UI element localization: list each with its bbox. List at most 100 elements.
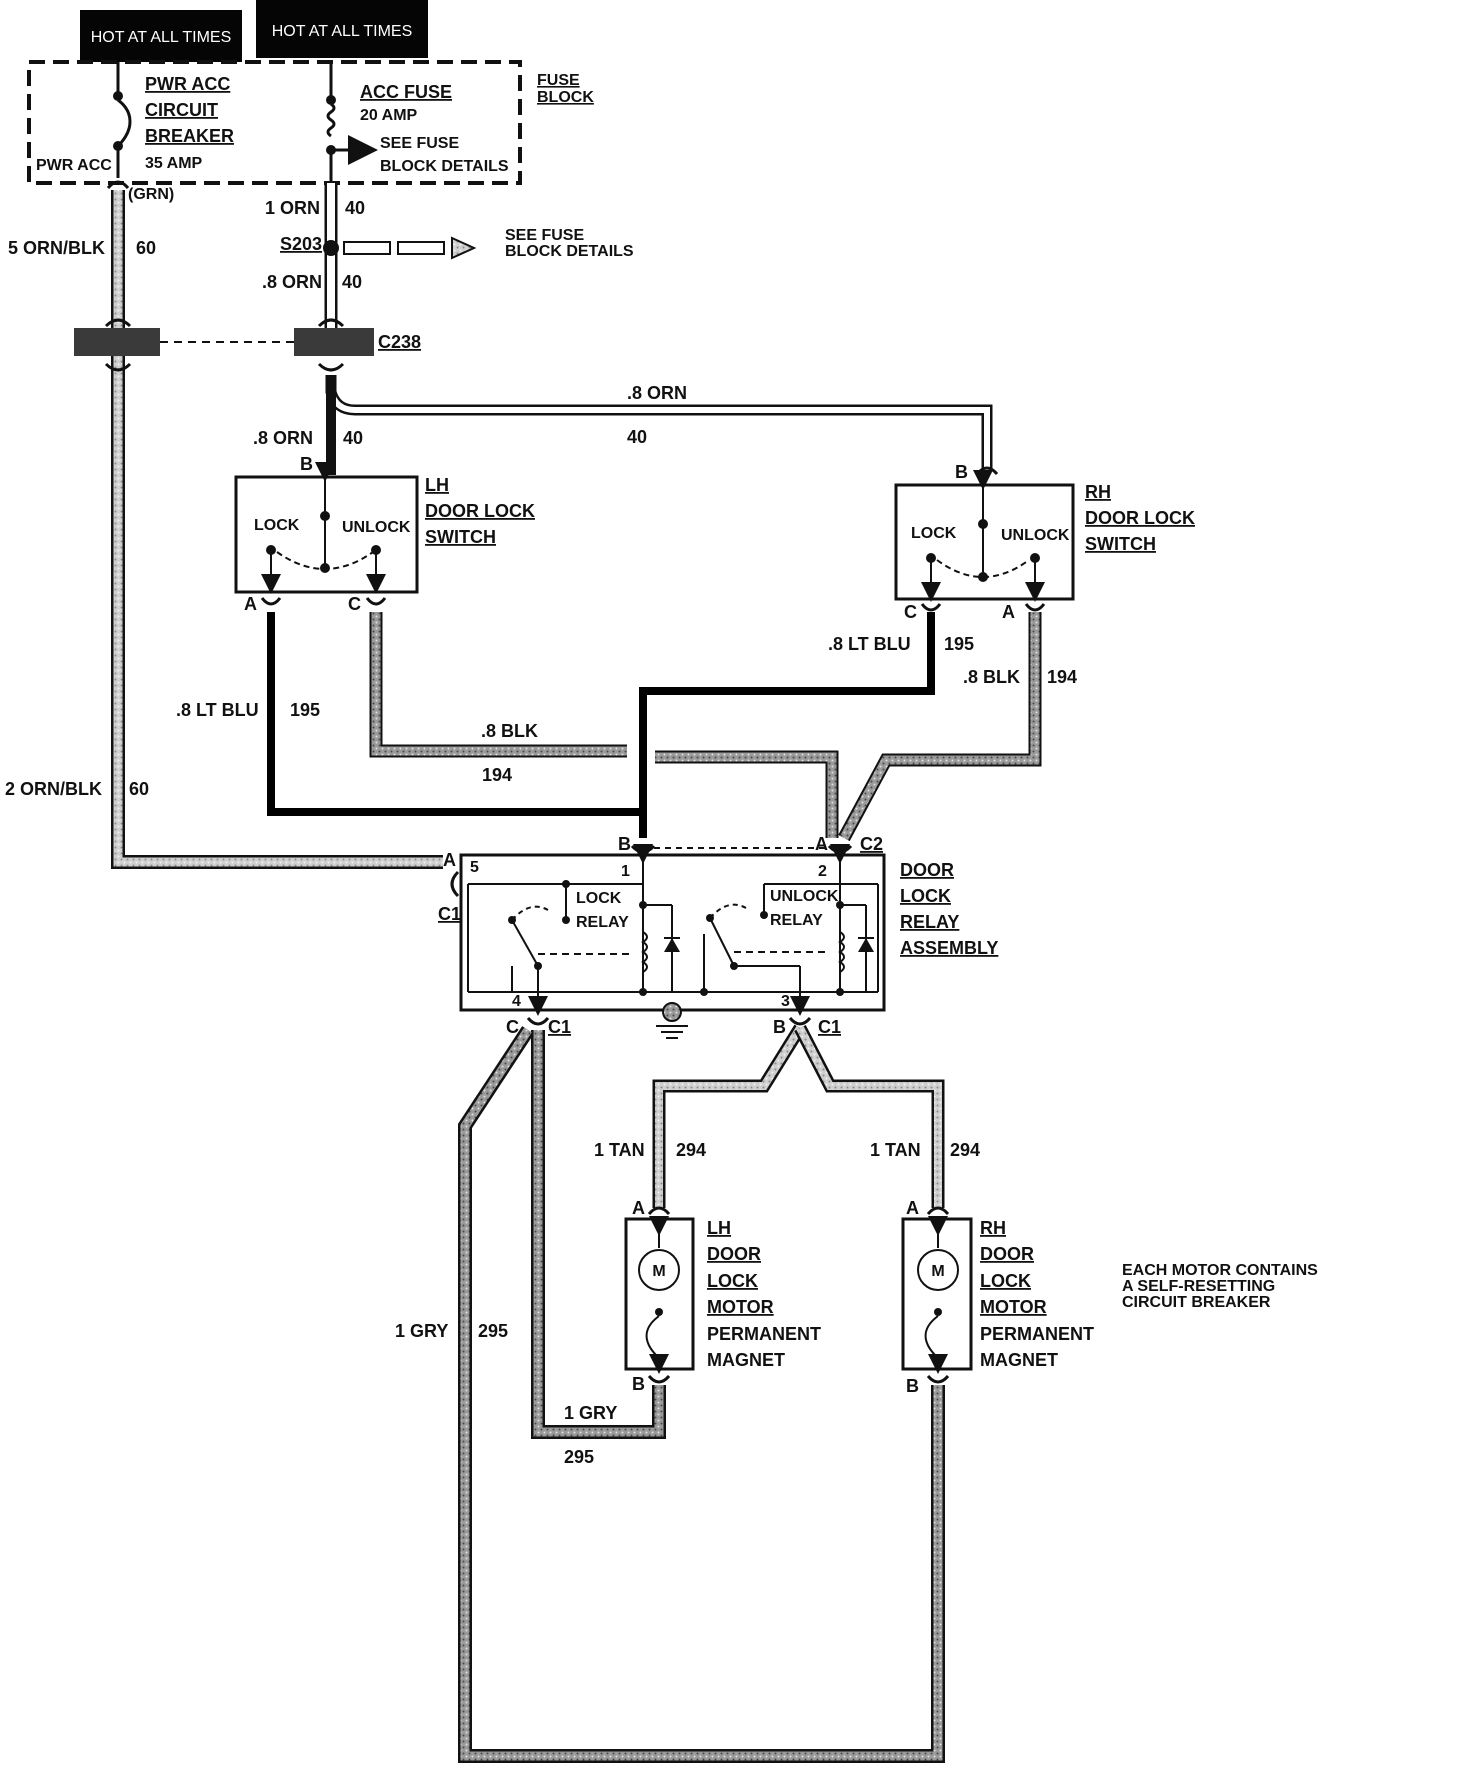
wire-label-08orn-a: .8 ORN	[262, 272, 322, 292]
lh-motor-title-2: DOOR	[707, 1244, 761, 1264]
unlock-relay-label-1: UNLOCK	[770, 888, 839, 905]
fuse-block-label-1: FUSE	[537, 72, 580, 89]
rh-motor-type-1: PERMANENT	[980, 1324, 1094, 1344]
gry-wires	[458, 1026, 945, 1763]
relay-connector-c1-c: C1	[548, 1017, 571, 1037]
lh-switch-pin-a: A	[244, 594, 257, 614]
circuit-label-40-c: 40	[627, 427, 647, 447]
circuit-label-40-d: 40	[343, 428, 363, 448]
circuit-label-195-rh: 195	[944, 634, 974, 654]
wire-label-tan-lh: 1 TAN	[594, 1140, 645, 1160]
rh-switch-title-1: RH	[1085, 482, 1111, 502]
fuse-see-details-1: SEE FUSE	[380, 135, 459, 152]
acc-40-wire	[324, 183, 993, 475]
lh-motor-title-3: LOCK	[707, 1271, 758, 1291]
lh-motor-title-1: LH	[707, 1218, 731, 1238]
header-left-text: HOT AT ALL TIMES	[91, 29, 232, 46]
header-right-text: HOT AT ALL TIMES	[272, 23, 413, 40]
relay-pin-c: C	[506, 1017, 519, 1037]
circuit-label-195-lh: 195	[290, 700, 320, 720]
rh-motor-body	[901, 1206, 973, 1384]
breaker-label-2: CIRCUIT	[145, 100, 218, 120]
motor-note-3: CIRCUIT BREAKER	[1122, 1294, 1271, 1311]
wire-label-1orn: 1 ORN	[265, 198, 320, 218]
relay-title-4: ASSEMBLY	[900, 938, 998, 958]
wire-label-blk-rh: .8 BLK	[963, 667, 1020, 687]
lock-relay-label-1: LOCK	[576, 890, 622, 907]
splice-s203	[323, 236, 477, 260]
rh-switch-pin-b: B	[955, 462, 968, 482]
lh-switch-title-2: DOOR LOCK	[425, 501, 535, 521]
rh-switch-title-3: SWITCH	[1085, 534, 1156, 554]
relay-pin-5: 5	[470, 859, 479, 876]
fuse-see-details-2: BLOCK DETAILS	[380, 158, 509, 175]
rh-switch-body	[894, 466, 1075, 602]
lh-switch-title-3: SWITCH	[425, 527, 496, 547]
blk-wires	[365, 597, 1046, 842]
motor-note-2: A SELF-RESETTING	[1122, 1278, 1275, 1295]
fuse-block-label-2: BLOCK	[537, 89, 594, 106]
wire-label-gry-a: 1 GRY	[395, 1321, 448, 1341]
relay-pin-a-left: A	[443, 850, 456, 870]
unlock-relay-label-2: RELAY	[770, 912, 823, 929]
rh-motor-title-2: DOOR	[980, 1244, 1034, 1264]
circuit-label-60-b: 60	[129, 779, 149, 799]
lh-motor-body	[624, 1206, 695, 1384]
lh-switch-unlock-label: UNLOCK	[342, 519, 411, 536]
rh-switch-pin-c: C	[904, 602, 917, 622]
relay-pin-b-bottom: B	[773, 1017, 786, 1037]
grn-connector-label: (GRN)	[128, 186, 174, 203]
relay-pin-4: 4	[512, 993, 521, 1010]
lock-relay-label-2: RELAY	[576, 914, 629, 931]
pwr-acc-label: PWR ACC	[36, 157, 112, 174]
relay-connector-c1-left: C1	[438, 904, 461, 924]
wire-label-gry-b: 1 GRY	[564, 1403, 617, 1423]
breaker-label-3: BREAKER	[145, 126, 234, 146]
rh-switch-lock-label: LOCK	[911, 525, 957, 542]
motor-note-1: EACH MOTOR CONTAINS	[1122, 1262, 1318, 1279]
fuse-block	[27, 60, 522, 185]
connector-c238	[74, 318, 374, 372]
wire-label-blk-lh: .8 BLK	[481, 721, 538, 741]
wire-label-08orn-b: .8 ORN	[627, 383, 687, 403]
connector-c238-label: C238	[378, 332, 421, 352]
relay-title-2: LOCK	[900, 886, 951, 906]
lh-motor-symbol: M	[652, 1263, 665, 1280]
relay-title-1: DOOR	[900, 860, 954, 880]
rh-motor-title-3: LOCK	[980, 1271, 1031, 1291]
relay-pin-a: A	[815, 834, 828, 854]
circuit-label-194-rh: 194	[1047, 667, 1077, 687]
circuit-label-40-b: 40	[342, 272, 362, 292]
relay-title-3: RELAY	[900, 912, 959, 932]
circuit-label-294-rh: 294	[950, 1140, 980, 1160]
wire-label-2orn-blk: 2 ORN/BLK	[5, 779, 102, 799]
rh-motor-type-2: MAGNET	[980, 1350, 1058, 1370]
breaker-rating: 35 AMP	[145, 155, 203, 172]
header-left: HOT AT ALL TIMES	[80, 10, 242, 62]
wire-label-ltblu-lh: .8 LT BLU	[176, 700, 259, 720]
rh-switch-title-2: DOOR LOCK	[1085, 508, 1195, 528]
lh-switch-pin-c: C	[348, 594, 361, 614]
circuit-label-294-lh: 294	[676, 1140, 706, 1160]
circuit-label-194-lh: 194	[482, 765, 512, 785]
acc-fuse-label: ACC FUSE	[360, 82, 452, 102]
lh-switch-title-1: LH	[425, 475, 449, 495]
wire-label-tan-rh: 1 TAN	[870, 1140, 921, 1160]
rh-motor-pin-a: A	[906, 1198, 919, 1218]
lh-switch-pin-b: B	[300, 454, 313, 474]
relay-pin-1: 1	[621, 863, 630, 880]
relay-connector-c2: C2	[860, 834, 883, 854]
relay-pin-3: 3	[781, 993, 790, 1010]
circuit-label-295-b: 295	[564, 1447, 594, 1467]
acc-fuse-rating: 20 AMP	[360, 107, 418, 124]
lh-motor-pin-b: B	[632, 1374, 645, 1394]
lh-motor-type-2: MAGNET	[707, 1350, 785, 1370]
lh-switch-body	[234, 462, 419, 594]
rh-motor-pin-b: B	[906, 1376, 919, 1396]
lh-switch-lock-label: LOCK	[254, 517, 300, 534]
splice-see-details-1: SEE FUSE	[505, 227, 584, 244]
lh-motor-pin-a: A	[632, 1198, 645, 1218]
splice-see-details-2: BLOCK DETAILS	[505, 243, 634, 260]
relay-pin-b: B	[618, 834, 631, 854]
rh-switch-pin-a: A	[1002, 602, 1015, 622]
